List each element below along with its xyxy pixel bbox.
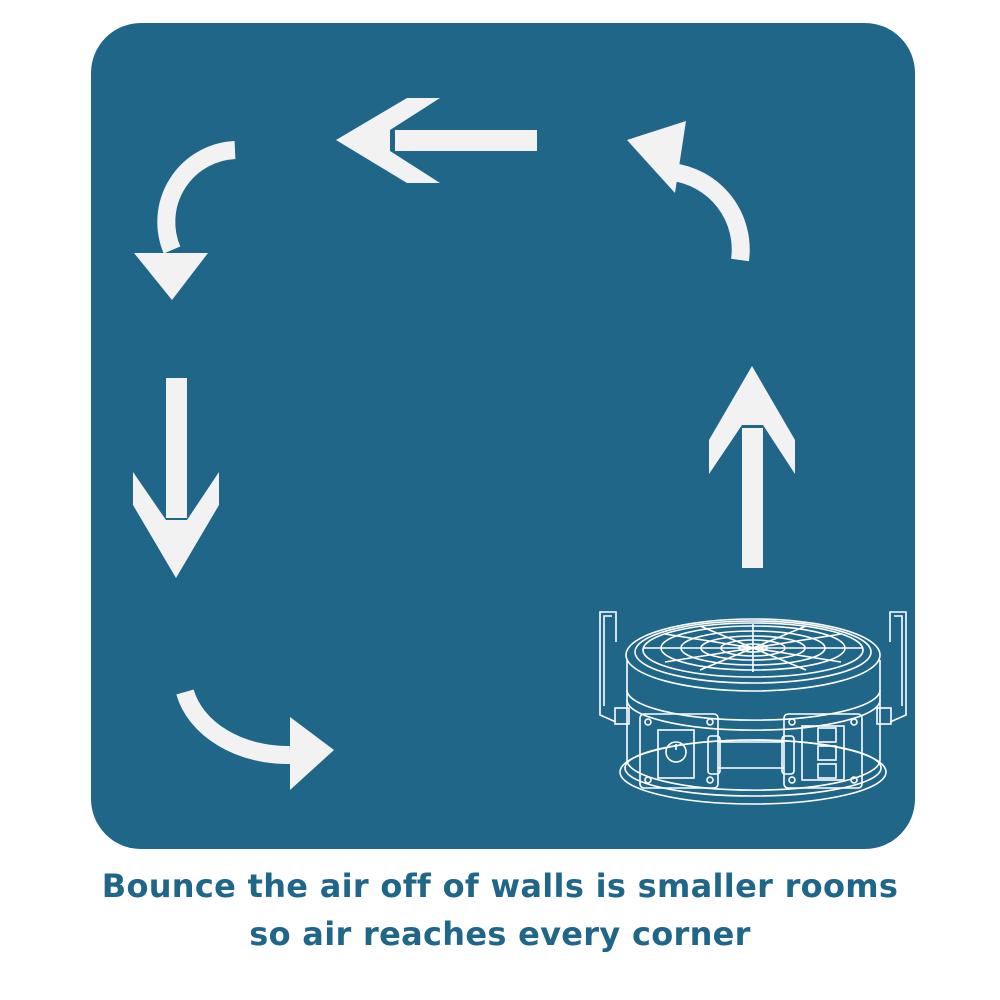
caption: Bounce the air off of walls is smaller r… bbox=[0, 862, 1000, 958]
air-mover-fan-icon bbox=[599, 611, 907, 805]
caption-line-1: Bounce the air off of walls is smaller r… bbox=[101, 867, 899, 905]
arrow-up-icon bbox=[709, 366, 795, 568]
curved-arrow-bottom-left-icon bbox=[176, 689, 334, 790]
curved-arrow-top-left-icon bbox=[134, 141, 236, 300]
caption-line-2: so air reaches every corner bbox=[249, 915, 751, 953]
curved-arrow-top-right-icon bbox=[627, 121, 750, 262]
arrow-left-icon bbox=[336, 98, 537, 183]
arrow-down-icon bbox=[133, 378, 219, 578]
